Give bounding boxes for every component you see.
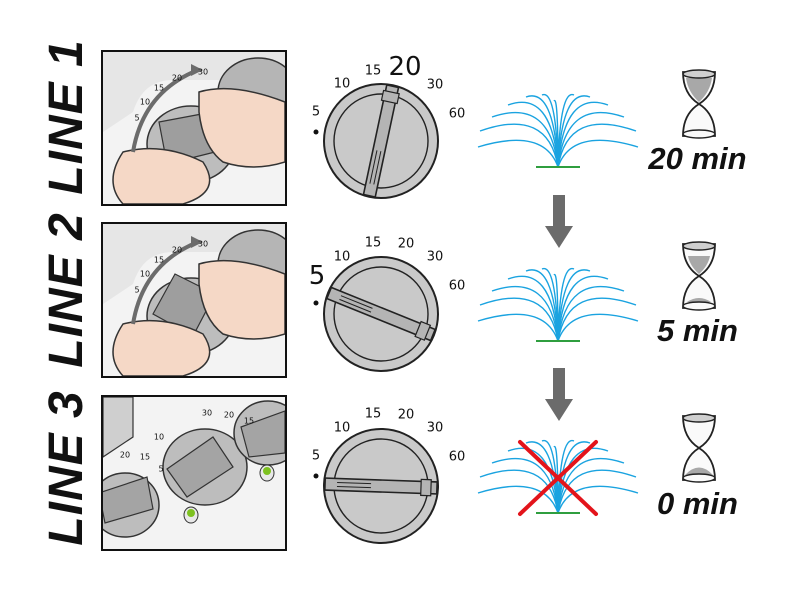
dial-3-mark-10: 10 xyxy=(333,420,351,436)
arrow-down-icon xyxy=(545,368,573,421)
photo-mark: 5 xyxy=(134,285,140,295)
dial-3-mark-30: 30 xyxy=(426,420,444,436)
sprinkler-2-icon xyxy=(477,267,639,342)
dial-3-off-dot xyxy=(313,473,319,479)
dial-1-mark-20: 20 xyxy=(388,52,422,82)
hourglass-icon xyxy=(682,413,716,483)
dial-1-mark-15: 15 xyxy=(364,63,382,79)
photo-mark: 15 xyxy=(153,83,165,93)
photo-mark: 5 xyxy=(158,464,164,474)
hourglass-icon xyxy=(682,241,716,311)
photo-mark: 20 xyxy=(223,410,235,420)
photo-mark: 10 xyxy=(153,432,165,442)
photo-mark: 10 xyxy=(139,269,151,279)
photo-mark: 30 xyxy=(197,239,209,249)
dial-2-mark-10: 10 xyxy=(333,249,351,265)
dial-1-knob xyxy=(312,72,450,210)
dial-2-knob xyxy=(305,238,457,390)
dial-2-mark-20: 20 xyxy=(397,236,415,252)
hourglass-icon xyxy=(682,69,716,139)
line-2-time: 5 min xyxy=(657,313,738,348)
dial-1-mark-10: 10 xyxy=(333,76,351,92)
line-3-photo: 20 15 10 5 30 20 15 xyxy=(101,395,287,551)
arrow-down-icon xyxy=(545,195,573,248)
dial-3-mark-20: 20 xyxy=(397,407,415,423)
photo-mark: 30 xyxy=(201,408,213,418)
line-1-time: 20 min xyxy=(648,141,747,176)
line-3-time: 0 min xyxy=(657,486,738,521)
photo-mark: 20 xyxy=(119,450,131,460)
line-1-photo: 30 20 15 10 5 xyxy=(101,50,287,206)
dial-1-mark-5: 5 xyxy=(311,104,321,120)
photo-mark: 10 xyxy=(139,97,151,107)
dial-3-mark-5: 5 xyxy=(311,448,321,464)
off-cross-icon xyxy=(518,440,598,516)
dial-2-mark-30: 30 xyxy=(426,249,444,265)
dial-2-mark-15: 15 xyxy=(364,235,382,251)
dial-3-knob xyxy=(321,426,441,546)
dial-1-mark-30: 30 xyxy=(426,77,444,93)
photo-mark: 15 xyxy=(153,255,165,265)
photo-mark: 15 xyxy=(139,452,151,462)
dial-2-mark-5: 5 xyxy=(308,261,326,291)
line-2-photo: 30 20 15 10 5 xyxy=(101,222,287,378)
photo-mark: 5 xyxy=(134,113,140,123)
photo-mark: 30 xyxy=(197,67,209,77)
dial-2-off-dot xyxy=(313,300,319,306)
photo-mark: 15 xyxy=(243,416,255,426)
dial-3-mark-15: 15 xyxy=(364,406,382,422)
photo-mark: 20 xyxy=(171,245,183,255)
dial-3-mark-60: 60 xyxy=(448,449,466,465)
photo-mark: 20 xyxy=(171,73,183,83)
sprinkler-1-icon xyxy=(477,93,639,168)
dial-1-mark-60: 60 xyxy=(448,106,466,122)
dial-2-mark-60: 60 xyxy=(448,278,466,294)
dial-1-off-dot xyxy=(313,129,319,135)
